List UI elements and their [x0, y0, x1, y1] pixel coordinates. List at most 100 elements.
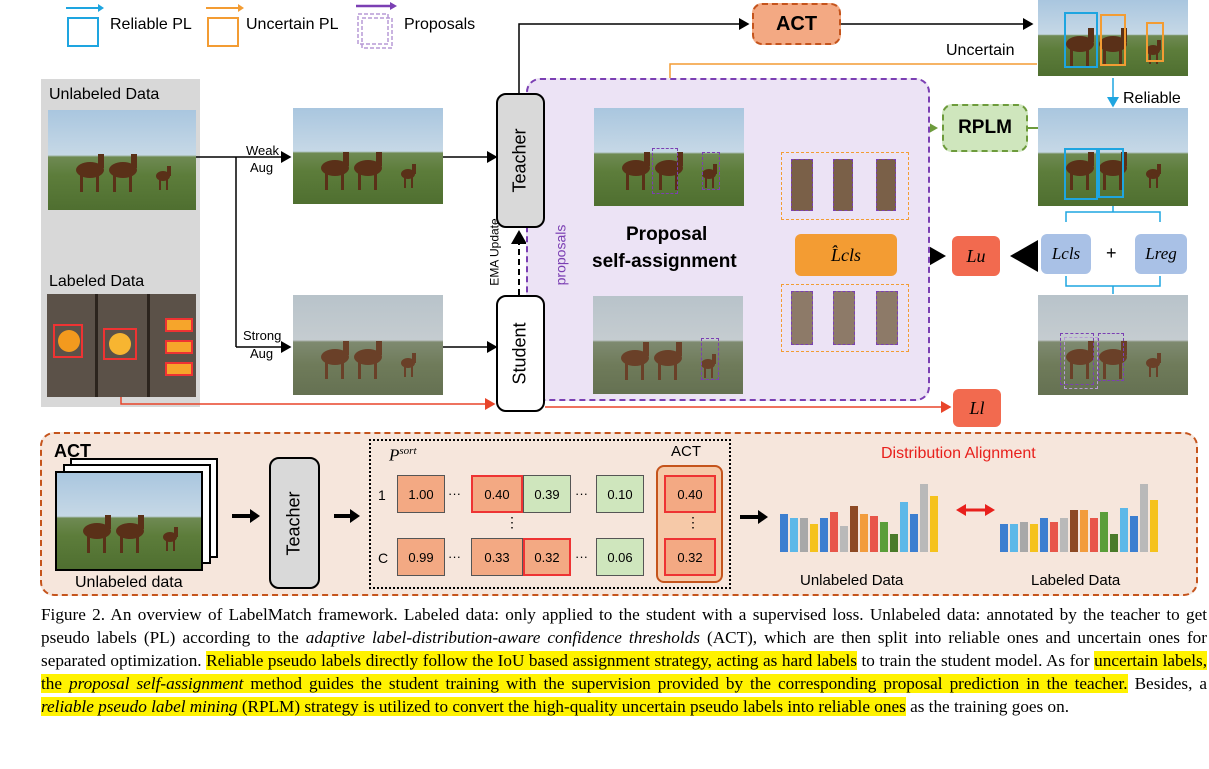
psort-table [369, 439, 731, 589]
act-cell: 0.40 [664, 475, 716, 513]
caption-highlight: Reliable pseudo labels directly follow t… [206, 651, 858, 670]
teacher-model: Teacher [496, 93, 545, 228]
vdots: ⋮ [505, 514, 519, 530]
horses-icon [321, 152, 416, 190]
legend-proposals-label: Proposals [404, 16, 476, 33]
orange-box [53, 324, 83, 358]
crop [791, 159, 813, 211]
act-teacher-label: Teacher [284, 490, 305, 556]
teacher-proposal-image [594, 108, 744, 206]
lreg-label: Lreg [1145, 244, 1177, 263]
labeled-image [47, 294, 196, 397]
cell: 0.06 [596, 538, 644, 576]
weak-aug-line1: Weak [246, 143, 279, 158]
unlabeled-image [48, 110, 196, 210]
reliable-box [1064, 148, 1098, 200]
caption-part: Besides, a [1127, 674, 1207, 693]
horses-icon [1066, 152, 1161, 190]
caption-highlight: reliable pseudo label mining (RPLM) stra… [41, 697, 906, 716]
reliable-box [1064, 12, 1098, 68]
horses-icon [321, 341, 416, 379]
labeled-data-title: Labeled Data [49, 273, 145, 290]
cell: 0.39 [523, 475, 571, 513]
horses-icon [621, 342, 716, 380]
act-unlabeled-caption: Unlabeled data [75, 574, 183, 591]
act-column-title: ACT [671, 443, 701, 460]
unlabeled-distribution-caption: Unlabeled Data [800, 572, 904, 589]
horses-icon [83, 515, 178, 553]
act-output-image [1038, 0, 1188, 76]
act-cell: 0.32 [664, 538, 716, 576]
proposal-box [702, 152, 720, 190]
lcls-hat-box: L̂cls [795, 234, 897, 276]
psa-title-line1: Proposal [626, 224, 708, 245]
teacher-crops-group [781, 152, 909, 220]
caption-part: to train the student model. As for [857, 651, 1095, 670]
student-reliable-image [1038, 295, 1188, 395]
rplm-box: RPLM [942, 104, 1028, 152]
lu-box: Lu [952, 236, 1000, 276]
reliable-legend-icon [66, 4, 104, 47]
uncertain-label: Uncertain [946, 42, 1015, 59]
orange-half-box [103, 328, 137, 360]
strong-aug-image [293, 295, 443, 395]
figure-caption: Figure 2. An overview of LabelMatch fram… [41, 603, 1207, 718]
proposal-box [701, 338, 719, 380]
cell: 0.40 [471, 475, 523, 513]
caption-part: as the training goes on. [905, 697, 1070, 716]
to-distribution-arrow [740, 510, 768, 524]
row-1-label: 1 [378, 487, 386, 503]
caption-part: Figure 2. An overview of LabelMatch fram… [41, 605, 1207, 647]
distribution-bars [780, 484, 1158, 552]
act-detail-title: ACT [54, 441, 91, 461]
lcls-box: Lcls [1041, 234, 1091, 274]
cell: 0.33 [471, 538, 523, 576]
strong-aug-line1: Strong [243, 328, 282, 343]
proposals-vertical-label: proposals [552, 224, 569, 286]
caption-italic: adaptive label-distribution-aware confid… [305, 628, 700, 647]
unlabeled-data-title: Unlabeled Data [49, 86, 160, 103]
act-flow-arrows [232, 509, 360, 523]
orange-slice-box-3 [165, 362, 193, 376]
weak-aug-image [293, 108, 443, 204]
teacher-label: Teacher [510, 128, 531, 193]
psa-title-line2: self-assignment [592, 251, 737, 272]
reliable-output-image [1038, 108, 1188, 206]
reliable-box [1098, 148, 1124, 198]
orange-slice-box-1 [165, 318, 193, 332]
ellipsis: ··· [448, 549, 461, 564]
cell: 0.99 [397, 538, 445, 576]
act-box: ACT [752, 3, 841, 45]
orange-slice-box-2 [165, 340, 193, 354]
caption-part: (ACT), which are then split into reliabl… [41, 628, 1207, 670]
rplm-label: RPLM [958, 117, 1012, 138]
lu-label: Lu [966, 245, 986, 266]
crop [791, 291, 813, 345]
cell: 0.32 [523, 538, 571, 576]
strong-aug-line2: Aug [250, 346, 274, 361]
legend-uncertain-label: Uncertain PL [246, 16, 339, 33]
act-unlabeled-image [55, 471, 203, 571]
row-c-label: C [378, 550, 389, 566]
act-label: ACT [775, 12, 818, 35]
student-crops-group [781, 284, 909, 352]
psort-label: Psort [389, 445, 417, 465]
crop [876, 159, 896, 211]
proposal-box [1064, 337, 1098, 389]
uncertain-box [1146, 22, 1164, 62]
ll-label: Ll [969, 397, 985, 418]
weak-aug-line2: Aug [250, 160, 274, 175]
proposal-box [1060, 333, 1094, 385]
horses-icon [1066, 341, 1161, 379]
vdots: ⋮ [686, 514, 700, 530]
uncertain-box [1100, 14, 1126, 66]
plus-sign: + [1106, 243, 1117, 263]
lreg-box: Lreg [1135, 234, 1187, 274]
crop [833, 159, 853, 211]
ll-box: Ll [953, 389, 1001, 427]
ellipsis: ··· [575, 549, 588, 564]
student-label: Student [510, 322, 530, 385]
labeled-histogram [1000, 484, 1158, 552]
reliable-label: Reliable [1123, 90, 1181, 107]
horses-icon [622, 152, 717, 190]
